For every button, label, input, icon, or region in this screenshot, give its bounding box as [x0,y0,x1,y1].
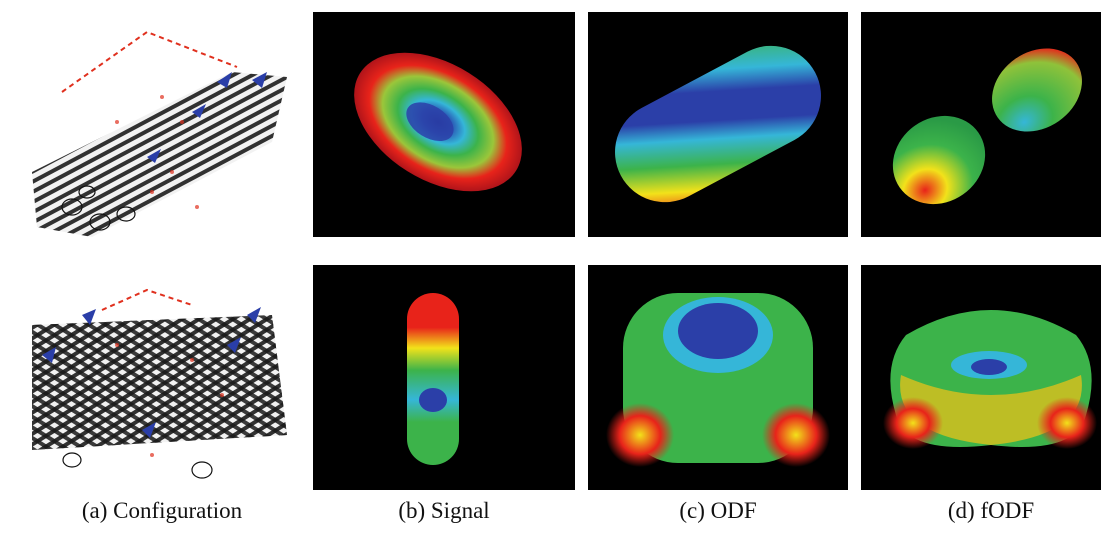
caption-configuration: (a) Configuration [81,498,243,523]
signal-panel-single [313,12,575,237]
signal-panel-crossing [313,265,575,490]
configuration-crossing-fibers [12,285,294,490]
fodf-panel-crossing [861,265,1101,490]
caption-fodf: (d) fODF [947,498,1035,523]
odf-panel-single [588,12,848,237]
caption-signal: (b) Signal [398,498,490,523]
configuration-single-fiber [22,22,292,247]
caption-odf: (c) ODF [679,498,757,523]
odf-panel-crossing [588,265,848,490]
fodf-panel-single [861,12,1101,237]
